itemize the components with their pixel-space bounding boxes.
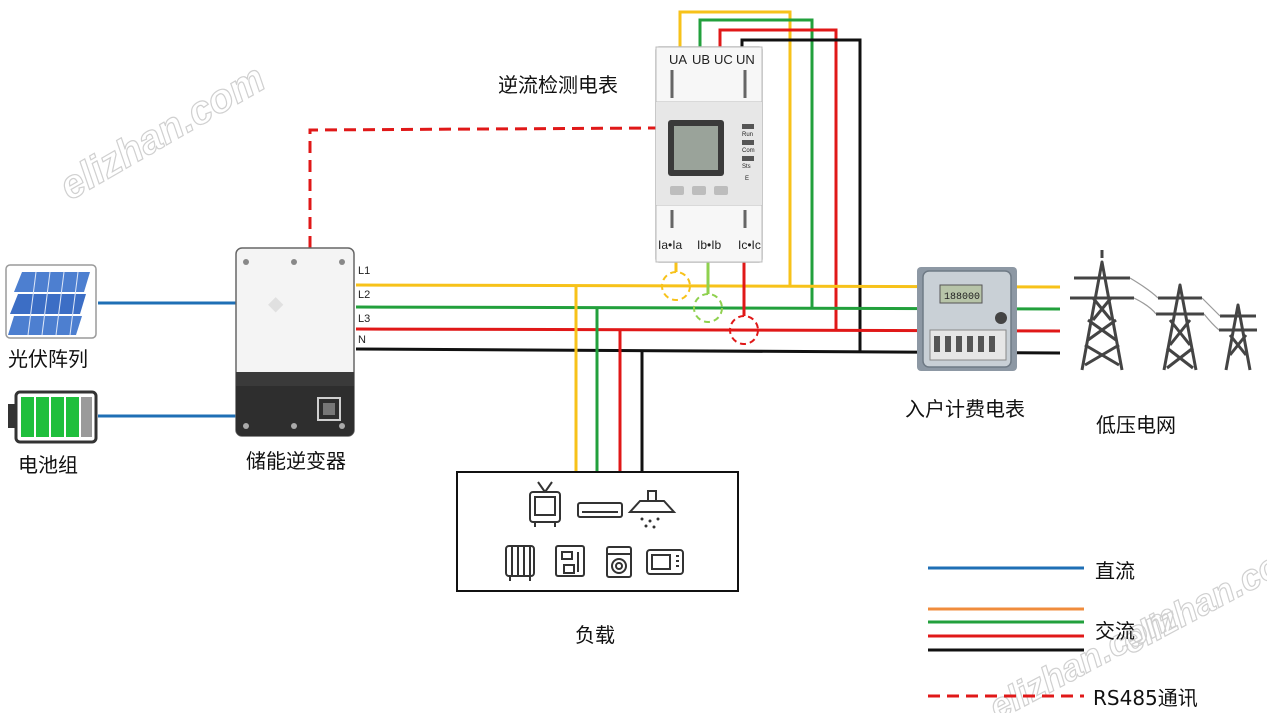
heater-icon xyxy=(505,545,535,581)
meter-display: 188000 xyxy=(944,292,980,303)
terminal-ic: Ic•Ic xyxy=(738,238,761,252)
grid-label: 低压电网 xyxy=(1096,413,1176,437)
grid-meter-label: 入户计费电表 xyxy=(905,397,1025,421)
battery-label: 电池组 xyxy=(18,453,78,477)
utility-meter-icon: 188000 xyxy=(917,267,1017,371)
line-label-l3: L3 xyxy=(358,313,370,325)
tv-icon xyxy=(529,481,561,527)
ct-a xyxy=(661,271,691,301)
energy-meter-icon xyxy=(655,46,763,263)
led-com: Com xyxy=(742,148,755,154)
led-run: Run xyxy=(742,132,753,138)
voltage-wires xyxy=(678,10,862,352)
wire-un xyxy=(740,38,862,352)
pv-label: 光伏阵列 xyxy=(8,347,88,371)
air-conditioner-icon xyxy=(577,502,623,518)
coffee-machine-icon xyxy=(555,545,585,577)
legend-rs485-label: RS485通讯 xyxy=(1093,686,1198,710)
led-e: E xyxy=(745,176,749,182)
washing-machine-icon xyxy=(606,546,632,578)
line-label-l1: L1 xyxy=(358,265,370,277)
led-sts: Sts xyxy=(742,164,751,170)
line-label-l2: L2 xyxy=(358,289,370,301)
terminal-ua: UA xyxy=(669,52,687,67)
legend-ac-swatch xyxy=(928,607,1084,652)
ct-b xyxy=(693,293,723,323)
range-hood-icon xyxy=(627,490,677,529)
load-drops xyxy=(574,286,644,472)
ct-c xyxy=(729,315,759,345)
meter-title: 逆流检测电表 xyxy=(498,73,618,97)
legend-dc-label: 直流 xyxy=(1095,559,1135,583)
transmission-tower-icon xyxy=(1070,250,1257,371)
inverter-icon: ◆ xyxy=(235,247,355,437)
terminal-ub: UB xyxy=(692,52,710,67)
terminal-uc: UC xyxy=(714,52,733,67)
microwave-icon xyxy=(646,549,684,575)
terminal-ib: Ib•Ib xyxy=(697,238,722,252)
battery-icon xyxy=(8,390,98,444)
legend-ac-label: 交流 xyxy=(1095,619,1135,643)
svg-text:◆: ◆ xyxy=(268,293,284,315)
wire-uc xyxy=(718,28,838,330)
watermark: elizhan.com xyxy=(52,56,272,209)
current-transformers xyxy=(661,271,759,345)
legend: 直流 交流 RS485通讯 xyxy=(928,559,1198,710)
wire-ua xyxy=(678,10,792,287)
wire-ub xyxy=(698,18,814,308)
line-label-n: N xyxy=(358,334,366,346)
load-box xyxy=(456,471,739,592)
load-label: 负载 xyxy=(575,623,615,647)
rs485-link xyxy=(308,126,657,248)
inverter-label: 储能逆变器 xyxy=(246,449,346,473)
terminal-ia: Ia•Ia xyxy=(658,238,683,252)
solar-panel-icon xyxy=(5,264,97,339)
terminal-un: UN xyxy=(736,52,755,67)
